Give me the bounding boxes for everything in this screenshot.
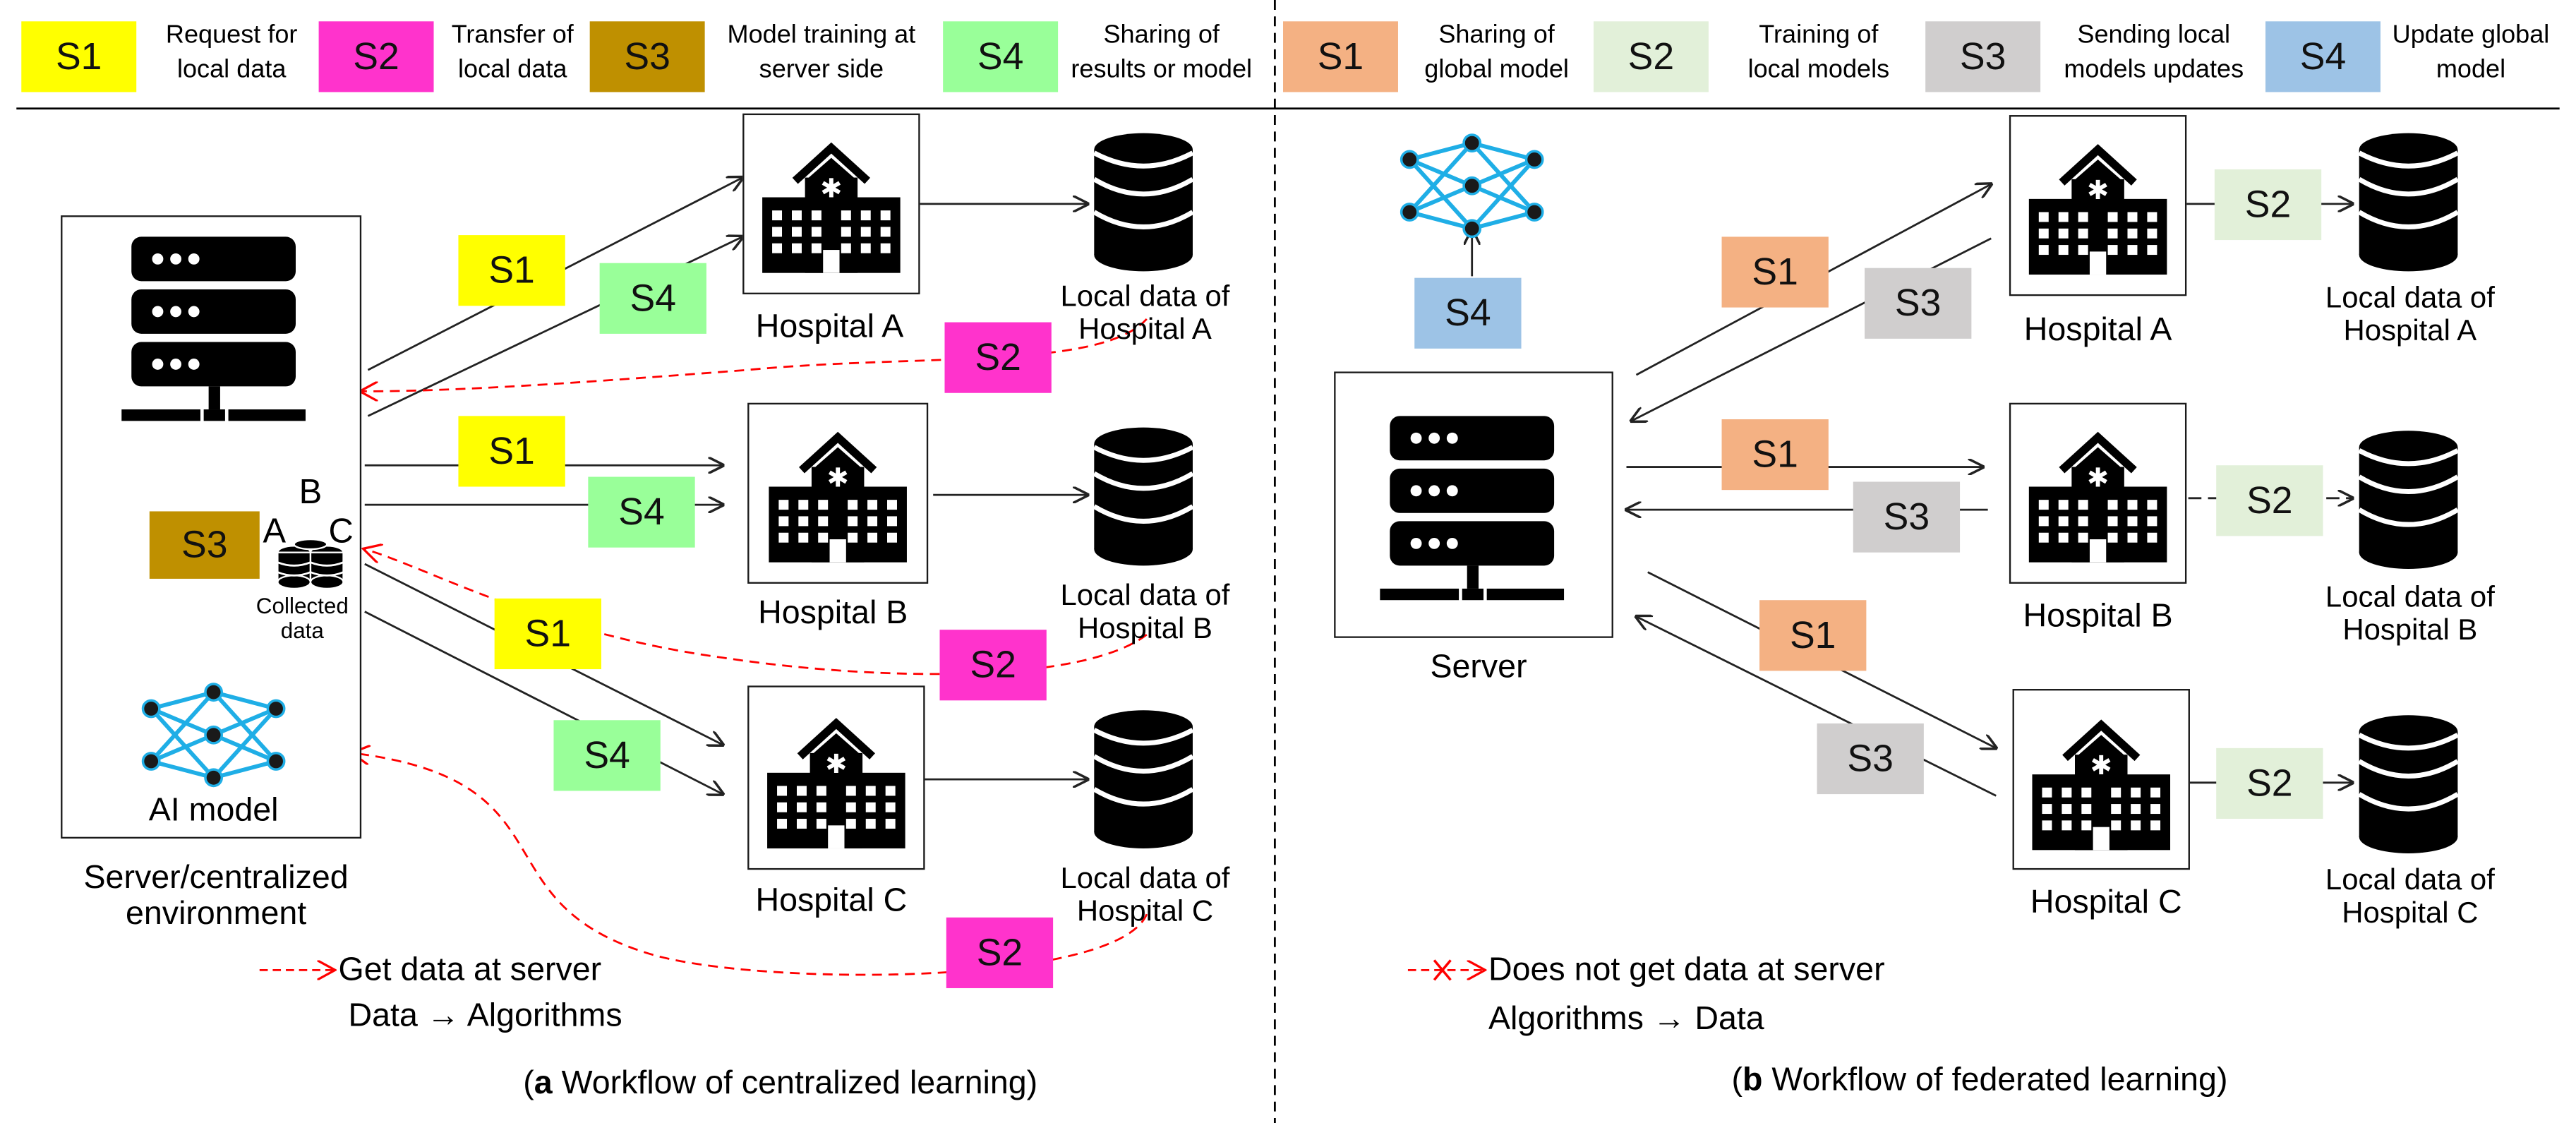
local-db-b-icon <box>1093 427 1194 566</box>
hospital-c-icon: ✱ <box>767 718 905 848</box>
caption-centralized: (a Workflow of centralized learning) <box>523 1065 1038 1102</box>
server-rack-icon <box>121 236 306 421</box>
fl-hospital-b-icon: ✱ <box>2028 431 2167 563</box>
fl-server-label: Server <box>1430 649 1527 686</box>
centralized-note-line2: Data → Algorithms <box>348 997 622 1035</box>
arrow-hospital-c-to-server <box>1636 617 1997 797</box>
caption-text-b: Workflow of federated learning <box>1762 1062 2217 1099</box>
caption-letter-a: a <box>534 1065 553 1102</box>
fl-step-s3-hospital-b: S3 <box>1853 481 1961 553</box>
transfer-arrow-hospital-a <box>361 318 1148 391</box>
fl-step-s2-hospital-c: S2 <box>2216 747 2323 819</box>
transfer-arrow-hospital-c <box>353 753 1148 976</box>
svg-text:✱: ✱ <box>820 173 842 204</box>
hospital-b-icon: ✱ <box>769 431 907 563</box>
fl-step-s2-hospital-a: S2 <box>2214 169 2322 241</box>
step-s2-hospital-c: S2 <box>946 917 1054 988</box>
caption-federated: (b Workflow of federated learning) <box>1731 1062 2228 1099</box>
hospital-a-label: Hospital A <box>755 308 904 346</box>
legend-s2-badge: S2 <box>318 21 434 92</box>
hospital-a-icon: ✱ <box>762 142 901 273</box>
svg-text:✱: ✱ <box>827 462 849 493</box>
fl-step-s2-hospital-b: S2 <box>2216 465 2323 536</box>
step-s4-hospital-c: S4 <box>553 720 661 791</box>
step-s4-hospital-a: S4 <box>599 263 706 334</box>
fl-local-db-a-icon <box>2357 133 2460 272</box>
hospital-c-label: Hospital C <box>755 882 908 920</box>
fl-step-s1-hospital-b: S1 <box>1721 419 1829 491</box>
hospital-b-label: Hospital B <box>758 595 908 632</box>
local-db-c-icon <box>1093 710 1194 848</box>
fl-legend-s2-badge: S2 <box>1593 21 1709 92</box>
transfer-arrow-hospital-b <box>365 549 1148 675</box>
step-s1-hospital-b: S1 <box>458 416 565 487</box>
db-letter-b: B <box>299 473 323 512</box>
fl-legend-s1-badge: S1 <box>1283 21 1398 92</box>
local-db-a-icon <box>1093 133 1194 272</box>
fl-step-s3-hospital-a: S3 <box>1865 268 1972 339</box>
fl-local-db-c-icon <box>2357 715 2460 853</box>
legend-s1-badge: S1 <box>21 21 137 92</box>
ai-model-label: AI model <box>148 792 279 829</box>
fl-hospital-a-label: Hospital A <box>2023 312 2172 349</box>
centralized-note-line1: Get data at server <box>338 951 602 988</box>
fl-hospital-c-icon: ✱ <box>2032 719 2171 851</box>
caption-text-a: Workflow of centralized learning <box>552 1065 1027 1102</box>
small-database-stack-icon <box>277 538 344 590</box>
fl-local-db-b-icon <box>2357 431 2460 569</box>
svg-text:✱: ✱ <box>2087 174 2109 205</box>
fl-hospital-b-label: Hospital B <box>2023 598 2173 635</box>
fl-step-s3-hospital-c: S3 <box>1817 723 1924 795</box>
arrow-server-to-hospital-c-s4 <box>364 611 723 795</box>
step-s1-hospital-a: S1 <box>458 235 565 306</box>
fl-hospital-a-icon: ✱ <box>2028 144 2167 275</box>
fl-server-rack-icon <box>1380 416 1565 601</box>
global-model-network-icon <box>1400 133 1544 239</box>
step-s1-hospital-c: S1 <box>494 598 601 670</box>
step-s2-hospital-a: S2 <box>944 322 1052 393</box>
x-mark-icon <box>1433 959 1452 981</box>
step-s3-model-training: S3 <box>149 511 260 579</box>
fl-step-s1-hospital-c: S1 <box>1759 600 1867 671</box>
fl-legend-s4-badge: S4 <box>2265 21 2381 92</box>
db-letter-c: C <box>328 512 354 551</box>
svg-text:✱: ✱ <box>825 748 847 779</box>
step-s4-hospital-b: S4 <box>588 476 695 548</box>
caption-letter-b: b <box>1742 1062 1763 1099</box>
fl-step-s4-update: S4 <box>1414 277 1522 349</box>
fl-legend-s3-badge: S3 <box>1925 21 2041 92</box>
svg-text:✱: ✱ <box>2087 462 2109 493</box>
legend-s3-badge: S3 <box>589 21 705 92</box>
db-letter-a: A <box>263 512 287 551</box>
step-s2-hospital-b: S2 <box>939 630 1047 701</box>
federated-note-line1: Does not get data at server <box>1488 951 1885 988</box>
fl-hospital-c-label: Hospital C <box>2030 884 2182 921</box>
svg-text:✱: ✱ <box>2090 750 2112 781</box>
legend-s4-badge: S4 <box>943 21 1059 92</box>
federated-note-line2: Algorithms → Data <box>1488 1001 1764 1038</box>
neural-network-icon <box>141 683 286 788</box>
fl-step-s1-hospital-a: S1 <box>1721 236 1829 308</box>
